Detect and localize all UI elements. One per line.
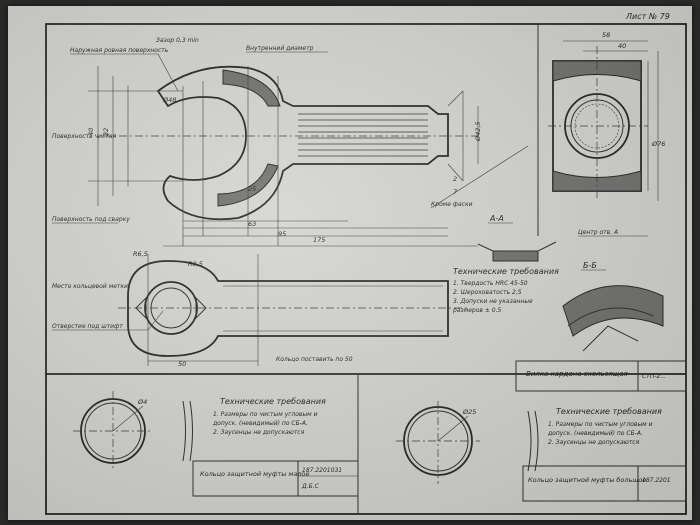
note-weld-surface: Поверхность под сварку <box>52 216 130 223</box>
tech-req-right-line1: 1. Размеры по чистым угловым и <box>548 421 653 428</box>
yoke-end-view <box>548 40 659 201</box>
note-chamfer: Кроме фаски <box>431 201 473 208</box>
section-aa <box>477 241 557 262</box>
title-main-name: Вилка кардана скользящая <box>526 370 628 378</box>
yoke-top-view <box>118 254 468 366</box>
tech-req-right-title: Технические требования <box>556 407 662 416</box>
dim-d8: 95 <box>278 230 286 238</box>
tech-req-left-line1: 1. Размеры по чистым угловым и <box>213 411 318 418</box>
note-ring-mark: Место кольцевой метки <box>52 283 128 290</box>
tech-requirements-right: Технические требования 1. Размеры по чис… <box>547 407 662 446</box>
tech-req-left-title: Технические требования <box>220 397 326 406</box>
dim-d1: Ø48 <box>162 96 176 104</box>
sheet-number: Лист № 79 <box>625 12 670 21</box>
dim-d17: Ø25 <box>462 408 476 416</box>
drawing-sheet: Лист № 79 Ø48 <box>8 6 692 520</box>
note-gap: Зазор 0,3 min <box>156 37 199 44</box>
note-clean-surface: Поверхность чистая <box>52 133 117 140</box>
large-ring-view <box>396 401 539 484</box>
drawing-frame <box>45 23 687 515</box>
title-right-code: 187.2201 <box>642 477 671 484</box>
dim-d14: 50 <box>178 360 186 368</box>
dim-d3: 40 <box>87 128 95 136</box>
tech-req-main-line2: 2. Шероховатость 2,5 <box>453 289 522 296</box>
note-hole-center: Центр отв. А <box>578 229 618 236</box>
note-ring-install: Кольцо поставить по 50 <box>276 356 353 363</box>
section-aa-label: А-А <box>489 214 504 223</box>
dim-d2: Ø42,5 <box>474 121 482 142</box>
tech-requirements-main: Технические требования 1. Твердость HRC … <box>452 267 559 314</box>
tech-req-left-line2: допуск. (невидимый) по СБ-А. <box>212 420 308 427</box>
title-main-code: СТП-2... <box>642 373 666 380</box>
note-inner-diameter: Внутренний диаметр <box>246 45 314 52</box>
dim-d6: 63 <box>248 220 256 228</box>
dim-d12: 40 <box>618 42 626 50</box>
section-bb <box>562 285 664 352</box>
dim-d18: Ø76 <box>651 140 665 148</box>
tech-req-right-line3: 2. Заусенцы не допускаются <box>548 439 640 446</box>
dim-d11: 58 <box>602 31 610 39</box>
note-outer-surface: Наружная ровная поверхность <box>70 47 169 54</box>
dim-d13: R6,5 <box>133 250 148 258</box>
title-block-left: Кольцо защитной муфты малое 187.2201031 … <box>192 460 359 497</box>
title-left-code: 187.2201031 <box>302 467 342 474</box>
title-right-name: Кольцо защитной муфты большое <box>528 476 646 484</box>
tech-requirements-left: Технические требования 1. Размеры по чис… <box>212 397 326 436</box>
tech-req-left-line3: 2. Заусенцы не допускаются <box>213 429 305 436</box>
tech-req-main-line1: 1. Твердость HRC 45-50 <box>453 280 528 287</box>
note-pin-hole: Отверстие под штифт <box>52 323 123 330</box>
dim-d15: R0,5 <box>188 260 203 268</box>
dim-d4: 32 <box>102 128 110 136</box>
small-ring-view <box>73 391 193 471</box>
title-block-main: Вилка кардана скользящая СТП-2... <box>515 360 687 392</box>
engineering-drawing: Лист № 79 Ø48 <box>45 12 687 515</box>
title-left-name: Кольцо защитной муфты малое <box>200 470 309 478</box>
dim-d16: Ø4 <box>137 398 147 406</box>
dim-d5: 25 <box>248 185 256 193</box>
tech-req-main-title: Технические требования <box>453 267 559 276</box>
yoke-main-view <box>88 65 479 247</box>
title-block-right: Кольцо защитной муфты большое 187.2201 <box>522 465 687 502</box>
tech-req-right-line2: допуск. (невидимый) по СБ-А. <box>547 430 643 437</box>
tech-req-main-line4: размеров ± 0,5 <box>452 307 501 314</box>
dim-d9: 2 <box>453 175 457 183</box>
dim-d7: 175 <box>313 236 325 244</box>
section-bb-label: Б-Б <box>583 261 597 270</box>
tech-req-main-line3: 3. Допуски не указанные <box>453 298 533 305</box>
title-left-sub: Д.Б.С <box>301 483 320 490</box>
